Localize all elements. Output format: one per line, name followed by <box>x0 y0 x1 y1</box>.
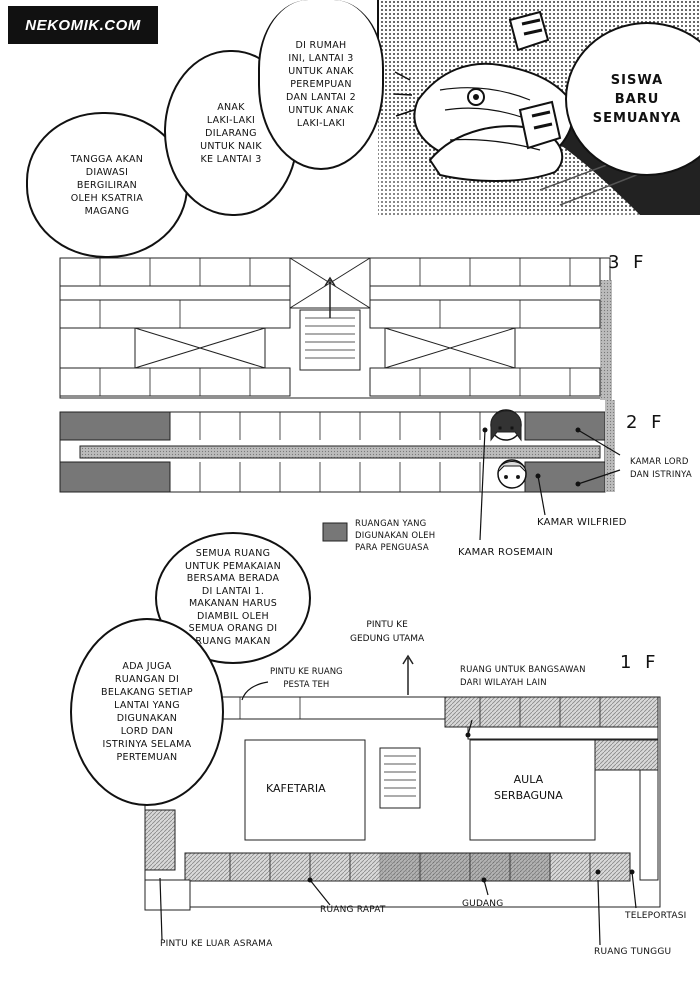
label-aula-serbaguna: AULA SERBAGUNA <box>494 773 563 802</box>
site-watermark: NEKOMIK.COM <box>8 6 158 44</box>
rosemain-chibi <box>490 409 522 442</box>
label-kafetaria: KAFETARIA <box>266 782 326 795</box>
label-pintu-gedung-utama: PINTU KE GEDUNG UTAMA <box>350 620 425 644</box>
floor-label-1f: 1 F <box>620 652 660 673</box>
speech-text: TANGGA AKAN DIAWASI BERGILIRAN OLEH KSAT… <box>70 153 144 217</box>
speech-text: ADA JUGA RUANGAN DI BELAKANG SETIAP LANT… <box>101 661 193 763</box>
legend-ruangan-penguasa: RUANGAN YANG DIGUNAKAN OLEH PARA PENGUAS… <box>355 519 436 553</box>
label-kamar-lord: KAMAR LORD DAN ISTRINYA <box>630 457 692 480</box>
speech-bubble-house: DI RUMAH INI, LANTAI 3 UNTUK ANAK PEREMP… <box>258 0 384 170</box>
speech-text: SISWA BARU SEMUANYA <box>592 72 682 126</box>
label-kamar-rosemain: KAMAR ROSEMAIN <box>458 547 554 558</box>
sfx-clap-2 <box>518 100 562 150</box>
speech-text: SEMUA RUANG UNTUK PEMAKAIAN BERSAMA BERA… <box>185 548 281 647</box>
label-ruang-tunggu: RUANG TUNGGU <box>594 947 672 957</box>
label-ruang-bangsawan: RUANG UNTUK BANGSAWAN DARI WILAYAH LAIN <box>460 665 586 688</box>
label-teleportasi: TELEPORTASI <box>625 911 687 921</box>
label-pintu-luar-asrama: PINTU KE LUAR ASRAMA <box>160 939 273 949</box>
label-gudang: GUDANG <box>462 899 504 909</box>
speech-text: ANAK LAKI-LAKI DILARANG UNTUK NAIK KE LA… <box>200 101 262 165</box>
label-ruang-rapat: RUANG RAPAT <box>320 905 386 915</box>
floor-plan-3f-2f <box>59 257 621 542</box>
wilfried-chibi <box>497 459 527 489</box>
speech-bubble-stairs: TANGGA AKAN DIAWASI BERGILIRAN OLEH KSAT… <box>26 112 188 258</box>
speech-bubble-new-students: SISWA BARU SEMUANYA <box>565 22 700 176</box>
label-pintu-pesta-teh: PINTU KE RUANG PESTA TEH <box>270 667 343 690</box>
floor-label-2f: 2 F <box>626 412 666 433</box>
speech-text: DI RUMAH INI, LANTAI 3 UNTUK ANAK PEREMP… <box>286 39 356 129</box>
floor-plan-1f <box>144 654 661 946</box>
floor-label-3f: 3 F <box>608 252 648 273</box>
speech-bubble-lord-rooms: ADA JUGA RUANGAN DI BELAKANG SETIAP LANT… <box>70 618 224 806</box>
label-kamar-wilfried: KAMAR WILFRIED <box>537 517 627 528</box>
sfx-clap-1 <box>508 10 550 52</box>
